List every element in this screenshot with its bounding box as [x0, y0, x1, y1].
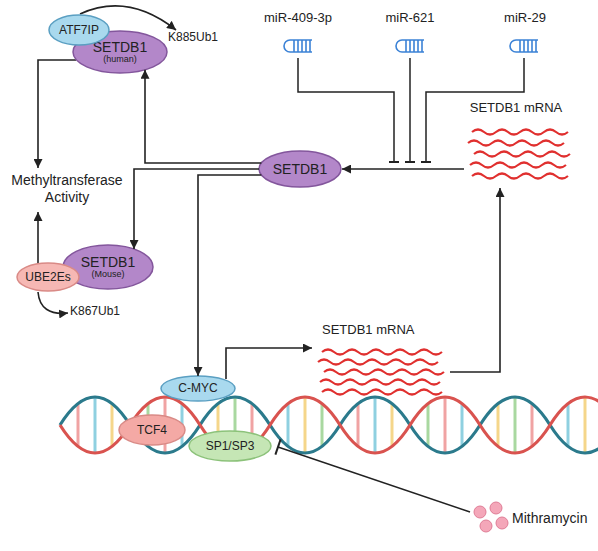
inhibition-bar [389, 161, 399, 163]
dna-strand [60, 397, 598, 453]
base-pair [391, 404, 394, 446]
dna-base-pairs [78, 397, 585, 453]
ellipse-shape [17, 263, 79, 291]
base-pair [94, 397, 97, 453]
base-pair [461, 404, 464, 446]
mirna-icon [510, 40, 538, 52]
base-pair [77, 404, 80, 446]
node-content: UBE2Es [16, 262, 80, 292]
mrna-wave [472, 174, 568, 179]
drug-molecules [474, 502, 508, 532]
mrna-wave [322, 390, 442, 395]
ubiquitination-arrow [38, 292, 68, 313]
annotation-label: miR-409-3p [250, 10, 346, 26]
mirna-icons [284, 40, 538, 52]
protein-name: UBE2Es [25, 271, 70, 284]
protein-name: TCF4 [137, 424, 167, 437]
mirna-icon [284, 40, 312, 52]
mrna-wave [324, 370, 444, 375]
base-pair [514, 397, 517, 453]
drug-molecule [480, 520, 492, 532]
base-pair [427, 404, 430, 446]
ellipse-shape [119, 415, 185, 445]
base-pair [497, 404, 500, 446]
protein-ellipse: SETDB1 [258, 150, 342, 188]
node-content: ATF7IP [48, 14, 110, 46]
base-pair [304, 397, 307, 453]
protein-ellipse: SP1/SP3 [188, 430, 272, 462]
inhibition-bar [405, 161, 415, 163]
protein-ellipse: ATF7IP [48, 14, 110, 46]
ellipse-shape [73, 31, 167, 73]
protein-name: C-MYC [178, 382, 217, 395]
activity-arrow [38, 60, 76, 168]
node-content: C-MYC [160, 375, 236, 402]
mrna-waves [468, 130, 570, 179]
base-pair [321, 404, 324, 446]
inhibition-bar [275, 439, 280, 454]
protein-name: SETDB1 [273, 162, 327, 177]
translation-arrow [342, 168, 464, 170]
drug-molecule [474, 506, 486, 518]
mrna-wave [474, 152, 570, 157]
base-pair [584, 397, 587, 453]
annotation-label: miR-621 [370, 10, 450, 26]
protein-name: SP1/SP3 [206, 440, 255, 453]
annotation-label: SETDB1 mRNA [460, 100, 572, 116]
annotation-label: Mithramycin [512, 510, 598, 527]
node-content: SETDB1 [258, 150, 342, 188]
node-content: TCF4 [118, 414, 186, 446]
protein-ellipse: UBE2Es [16, 262, 80, 292]
base-pair [444, 397, 447, 453]
ellipse-shape [49, 15, 109, 45]
protein-name: SETDB1 [81, 255, 135, 270]
protein-name: SETDB1 [93, 40, 147, 55]
species-note: (human) [103, 55, 137, 64]
base-pair [287, 404, 290, 446]
protein-ellipse: C-MYC [160, 375, 236, 402]
mrna-wave [472, 130, 568, 135]
annotation-label: Methyltransferase Activity [2, 172, 132, 206]
regulation-arrow [198, 175, 261, 376]
ellipse-shape [161, 376, 235, 401]
annotation-label: SETDB1 mRNA [322, 322, 432, 338]
activity-arrow [37, 212, 39, 266]
base-pair [374, 397, 377, 453]
base-pair [567, 404, 570, 446]
annotation-label: miR-29 [490, 10, 560, 26]
node-content: SP1/SP3 [188, 430, 272, 462]
base-pair [111, 404, 114, 446]
mrna-arrow [450, 188, 500, 372]
dna-strand [60, 397, 598, 453]
mirna-icon [396, 40, 424, 52]
ellipse-shape [189, 431, 271, 461]
base-pair [531, 404, 534, 446]
inhibition-line [298, 58, 394, 162]
mrna-wave [318, 360, 438, 365]
species-note: (Mouse) [91, 270, 124, 279]
regulation-arrow [134, 169, 259, 249]
mrna-wave [470, 163, 566, 168]
ellipse-shape [259, 151, 341, 187]
protein-name: ATF7IP [59, 24, 99, 37]
annotation-label: K867Ub1 [70, 304, 140, 318]
mrna-wave [468, 141, 564, 146]
inhibition-line [278, 447, 470, 512]
transcription-arrow [226, 348, 312, 379]
protein-ellipse: TCF4 [118, 414, 186, 446]
mrna-wave [322, 350, 442, 355]
mrna-wave [320, 380, 440, 385]
drug-molecule [496, 517, 508, 529]
mrna-waves [318, 350, 444, 395]
inhibition-bar [421, 161, 431, 163]
regulation-arrow [145, 70, 261, 163]
base-pair [357, 404, 360, 446]
annotation-label: K885Ub1 [168, 30, 238, 44]
inhibition-line [409, 58, 411, 162]
drug-molecule [490, 502, 502, 514]
